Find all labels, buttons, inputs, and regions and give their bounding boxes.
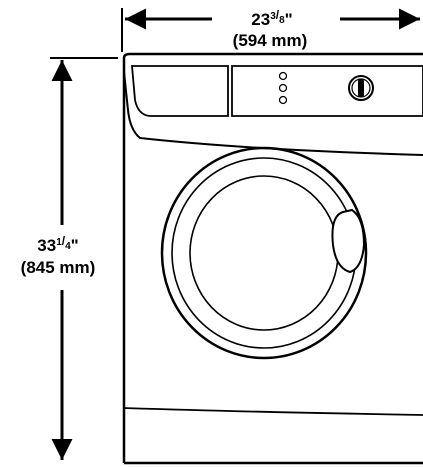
door-middle-ring	[171, 157, 357, 349]
indicator-light-icon	[278, 71, 288, 81]
washer-cabinet	[122, 52, 423, 463]
width-metric-label: (594 mm)	[233, 31, 308, 50]
washer	[122, 52, 423, 465]
width-dimension: 233/8" (594 mm)	[121, 8, 420, 52]
height-metric-label: (845 mm)	[21, 258, 96, 277]
front-panel-kick-line	[123, 407, 423, 416]
indicator-light-icon	[278, 95, 288, 105]
control-panel-fascia	[123, 71, 423, 156]
cycle-knob-icon	[348, 75, 374, 101]
control-panel	[231, 65, 423, 117]
door-glass	[189, 175, 339, 331]
door-outer-ring	[160, 146, 368, 360]
width-imperial-label: 233/8"	[251, 8, 292, 29]
height-imperial-label: 331/4"	[37, 234, 78, 255]
door-handle-icon	[331, 208, 366, 274]
indicator-light-icon	[278, 83, 288, 93]
height-dimension: 331/4" (845 mm)	[21, 57, 118, 460]
detergent-drawer	[131, 65, 229, 117]
